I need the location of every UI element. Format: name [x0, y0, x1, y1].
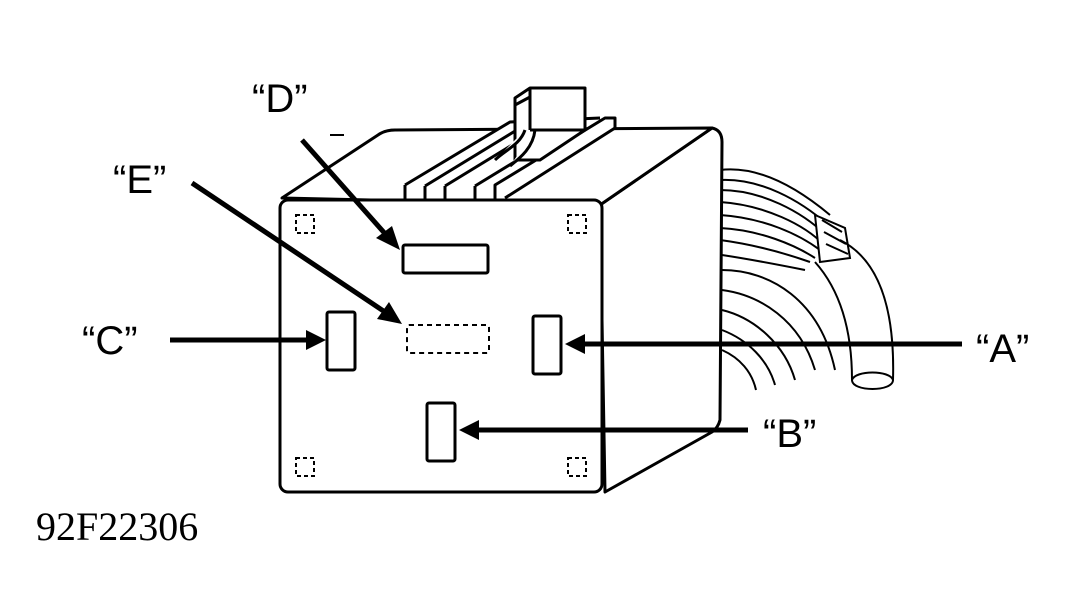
wire-harness [719, 168, 895, 391]
arrow-head-e [377, 302, 402, 324]
label-c: “C” [82, 319, 138, 363]
leader-arrows [170, 138, 962, 440]
terminal-e [406, 324, 490, 354]
label-e: “E” [113, 158, 166, 202]
arrow-head-b [459, 420, 479, 440]
arrow-head-c [306, 330, 326, 350]
label-d: “D” [252, 77, 308, 121]
label-b: “B” [763, 412, 816, 456]
figure-id: 92F22306 [36, 504, 198, 549]
arrow-head-d [376, 226, 400, 250]
label-a: “A” [976, 327, 1029, 371]
terminal-cavities [325, 243, 563, 463]
terminal-c [325, 310, 357, 372]
terminal-d [401, 243, 490, 275]
terminal-a [531, 314, 563, 376]
connector-latch [403, 86, 617, 202]
corner-marks [295, 214, 587, 477]
terminal-b [425, 401, 457, 463]
arrow-head-a [565, 334, 585, 354]
